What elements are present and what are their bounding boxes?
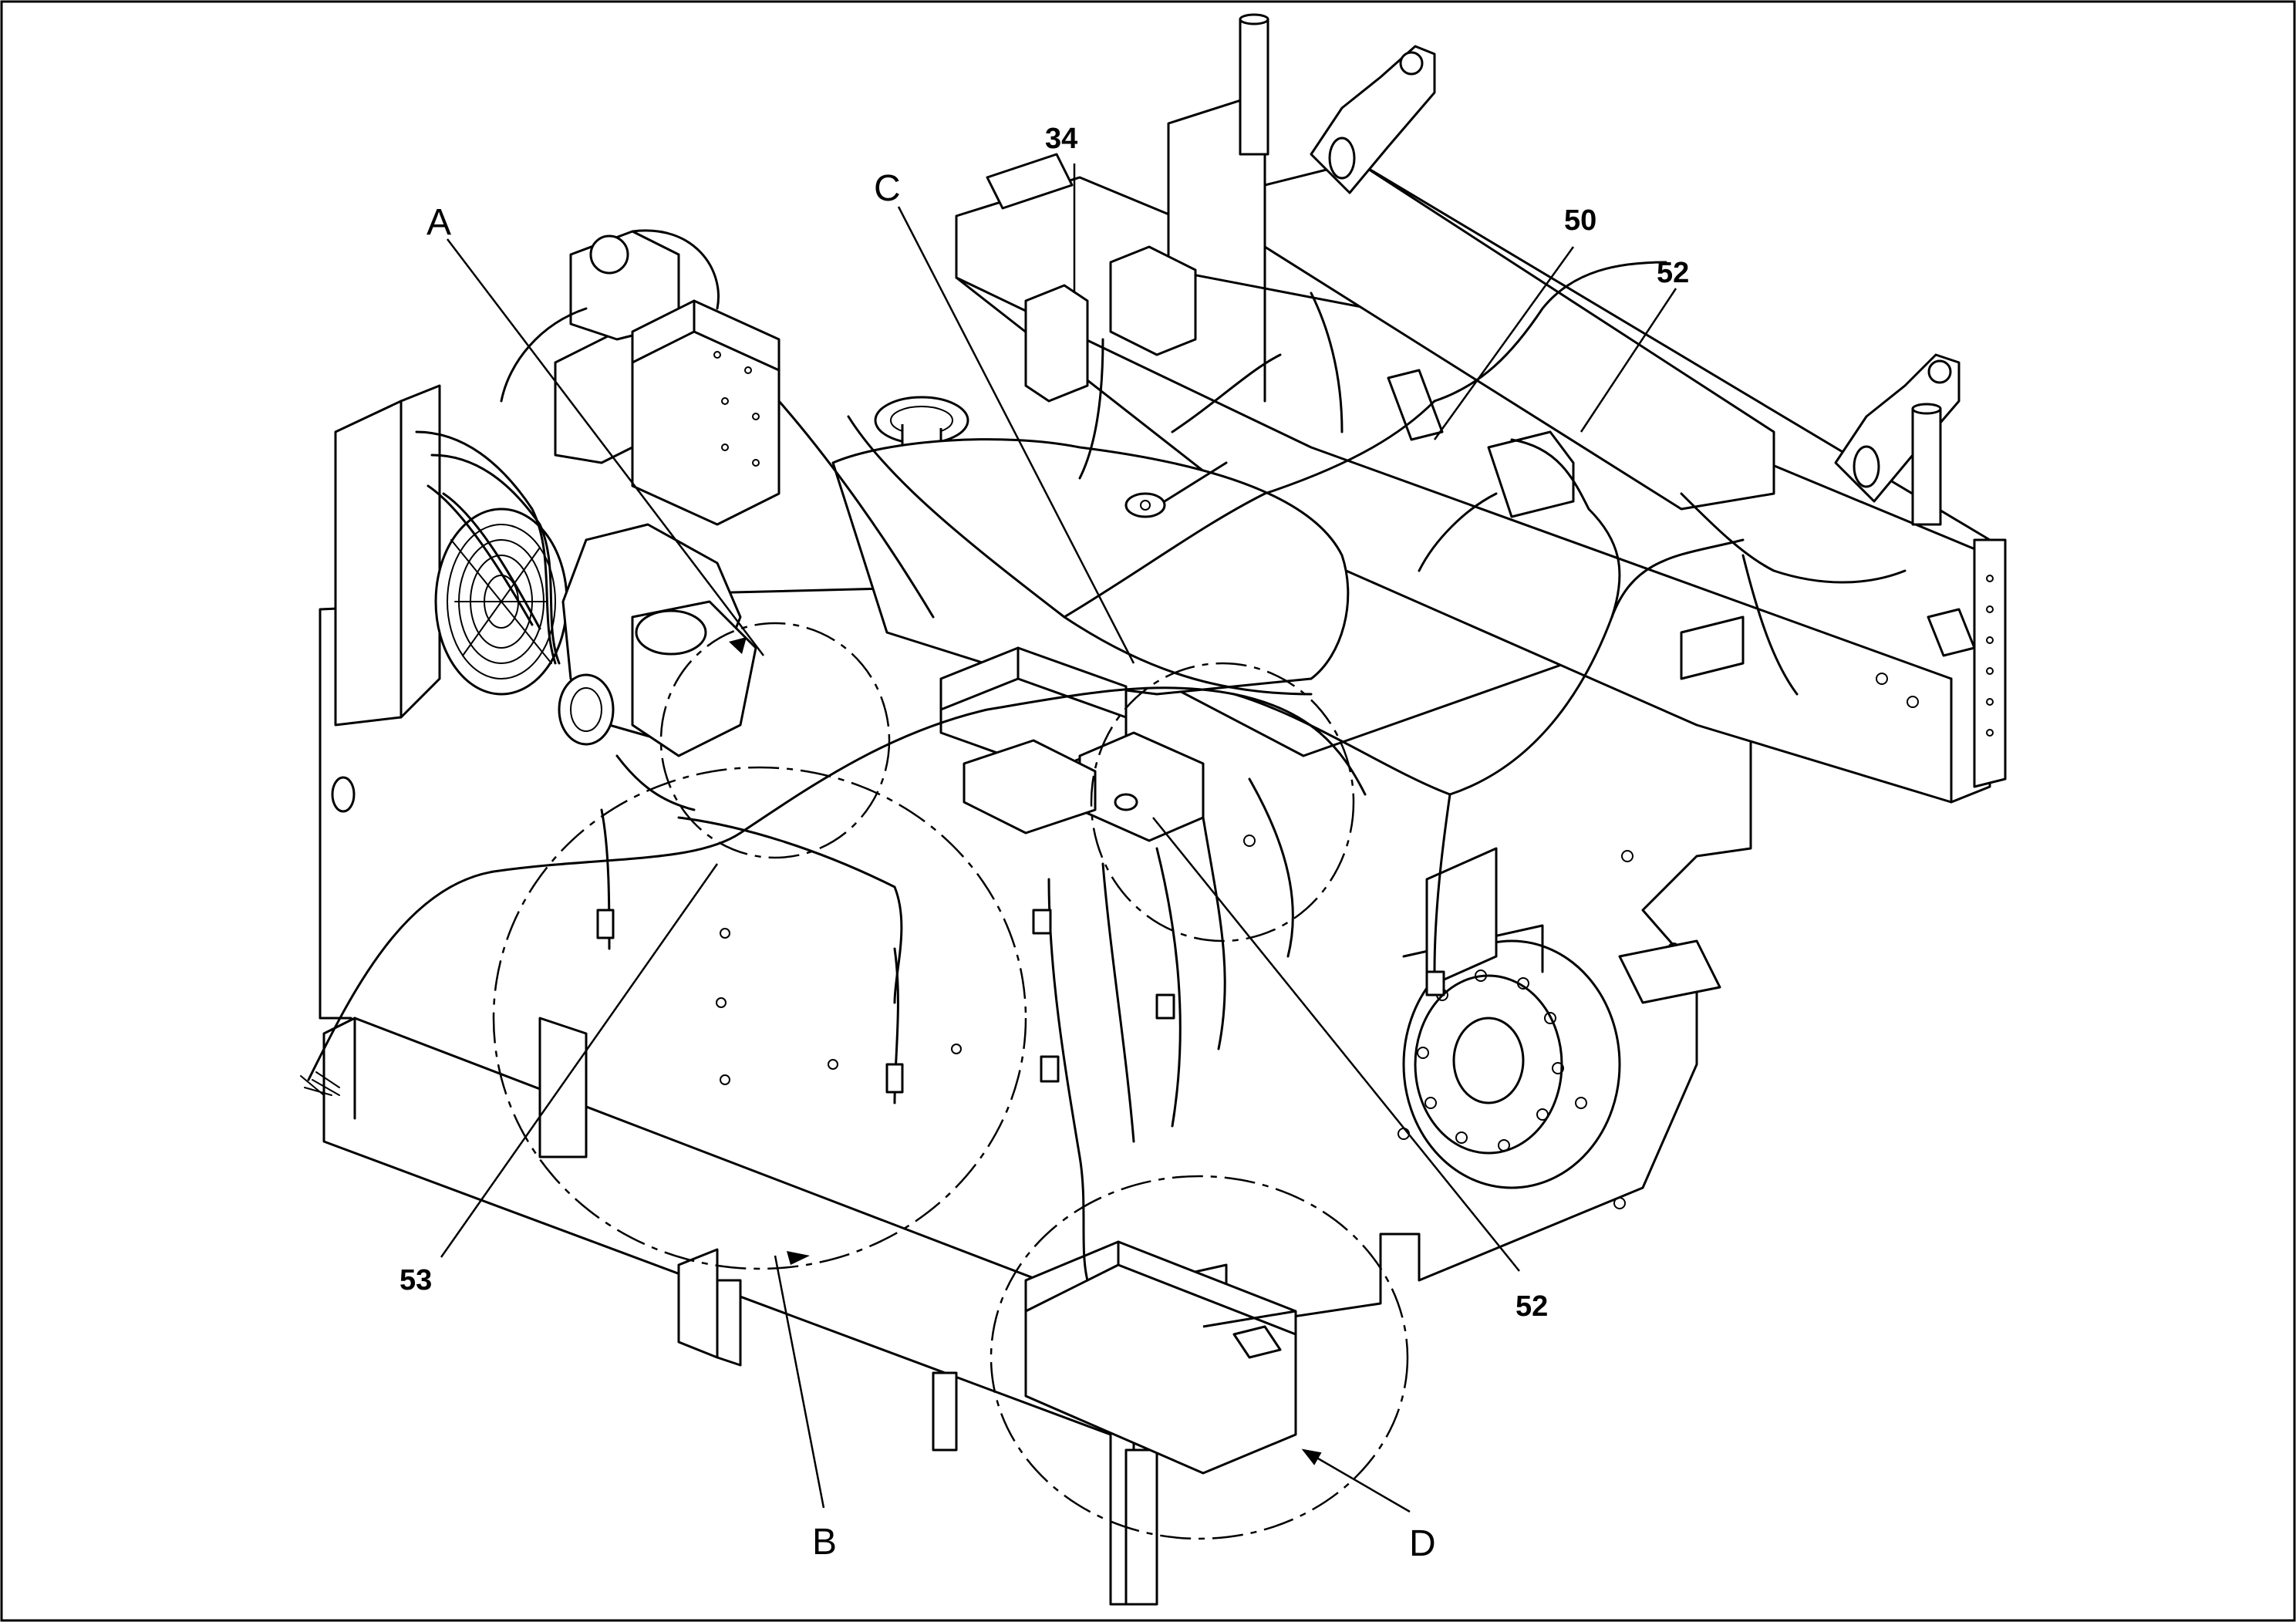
callout-label-53: 53	[400, 1264, 432, 1297]
detail-circle-a	[659, 622, 891, 859]
wiring-harness	[300, 261, 1907, 1282]
engine-assembly	[334, 153, 1976, 1475]
detail-circle-c	[1090, 662, 1355, 943]
callout-label-52-top: 52	[1657, 257, 1689, 289]
callout-label-a: A	[426, 202, 451, 243]
callout-label-50: 50	[1564, 204, 1596, 237]
detail-circle-d	[990, 1175, 1409, 1540]
callout-label-34: 34	[1045, 123, 1077, 155]
leader-lines	[440, 164, 1677, 1513]
callout-label-d: D	[1409, 1523, 1436, 1564]
detail-circles	[492, 622, 1409, 1540]
detail-circle-b	[492, 766, 1027, 1270]
callout-label-c: C	[874, 168, 901, 209]
callout-label-b: B	[812, 1522, 837, 1563]
callout-label-52-bottom: 52	[1515, 1290, 1548, 1323]
